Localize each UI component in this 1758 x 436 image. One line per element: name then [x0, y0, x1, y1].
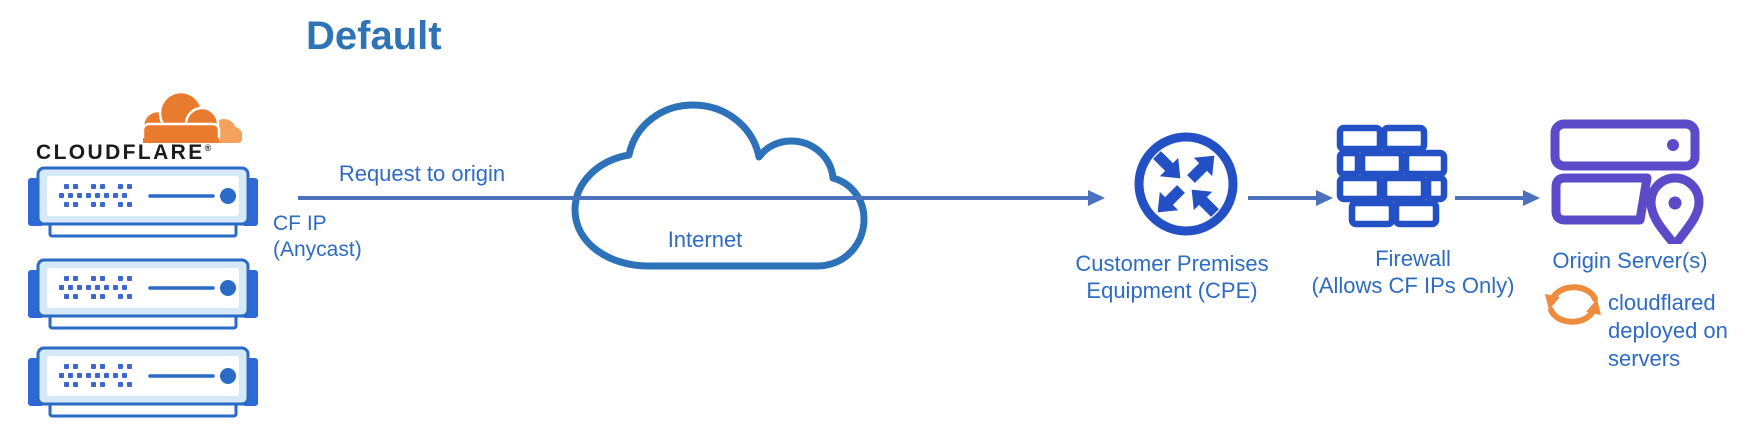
server-dot-pattern	[59, 184, 132, 207]
cf-ip-line1: CF IP	[273, 212, 327, 235]
sync-arrows	[1548, 284, 1598, 325]
server-led-dot	[220, 280, 236, 296]
sync-arrowheads	[1545, 294, 1601, 315]
server-dot-pattern	[59, 276, 132, 299]
location-pin-icon	[1646, 173, 1704, 244]
cloudflared-sync-icon	[1545, 284, 1601, 325]
brick-wall	[1336, 124, 1448, 228]
origin-server-label: Origin Server(s)	[1552, 248, 1708, 273]
firewall-label: Firewall (Allows CF IPs Only)	[1293, 245, 1533, 299]
cloudflared-note-line3: servers	[1608, 346, 1681, 371]
server-rack	[28, 166, 258, 238]
server-dot-pattern	[59, 364, 132, 387]
arrow-request-to-origin	[298, 190, 1105, 206]
firewall-brick-icon	[1336, 124, 1448, 228]
cloudflare-cloud-base	[143, 138, 219, 143]
internet-label: Internet	[667, 227, 743, 252]
server-rack	[28, 346, 258, 418]
cpe-label: Customer Premises Equipment (CPE)	[1022, 250, 1322, 304]
cloudflare-server-rack-icon	[28, 166, 258, 238]
server-led-dot	[220, 368, 236, 384]
firewall-label-line1: Firewall	[1375, 246, 1451, 271]
diagram-title: Default	[306, 14, 442, 58]
server-led-dot	[1667, 139, 1679, 151]
cloudflared-note-line1: cloudflared	[1608, 290, 1716, 315]
cloudflare-cloud-dark	[141, 90, 221, 145]
cloudflare-server-rack-icon	[28, 346, 258, 418]
arrow-cpe-to-firewall	[1248, 190, 1333, 206]
arrowhead-icon	[1523, 190, 1540, 206]
cf-ip-anycast-label: CF IP (Anycast)	[273, 211, 362, 263]
server-led-dot	[220, 188, 236, 204]
server-rack	[28, 258, 258, 330]
arrowhead-icon	[1088, 190, 1105, 206]
cloudflared-note: cloudflared deployed on servers	[1608, 289, 1728, 373]
arrow-firewall-to-origin	[1455, 190, 1540, 206]
cloudflare-brand-text: CLOUDFLARE	[36, 141, 205, 164]
router-arrows	[1153, 151, 1219, 217]
cf-ip-line2: (Anycast)	[273, 238, 362, 261]
cpe-router-icon	[1134, 132, 1238, 236]
cloudflare-wordmark: CLOUDFLARE®	[36, 141, 238, 165]
request-to-origin-label: Request to origin	[338, 161, 506, 186]
origin-server-icon	[1550, 119, 1704, 244]
firewall-label-line2: (Allows CF IPs Only)	[1311, 273, 1515, 298]
cpe-label-line2: Equipment (CPE)	[1086, 278, 1258, 303]
cloudflare-logo-cloud-icon	[141, 90, 242, 145]
registered-trademark-symbol: ®	[204, 143, 212, 153]
cloudflared-note-line2: deployed on	[1608, 318, 1728, 343]
arrowhead-icon	[1316, 190, 1333, 206]
origin-server-racks	[1550, 119, 1700, 225]
cpe-label-line1: Customer Premises	[1075, 251, 1269, 276]
cloudflare-server-rack-icon	[28, 258, 258, 330]
